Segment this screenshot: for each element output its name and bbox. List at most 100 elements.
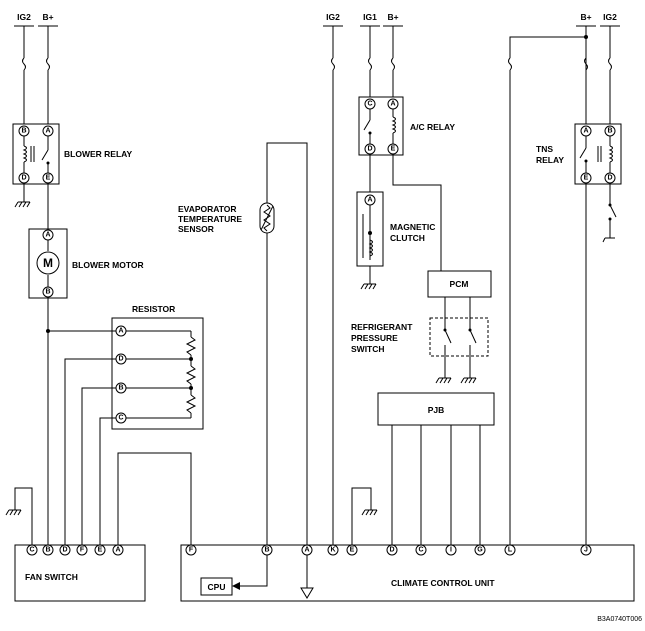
terminal-label: L bbox=[508, 547, 513, 554]
blower-relay-label: BLOWER RELAY bbox=[64, 149, 132, 159]
relay-coil-icon bbox=[22, 145, 27, 163]
internal-ground-icon bbox=[300, 587, 314, 599]
terminal-label: F bbox=[189, 547, 194, 554]
magnetic-clutch-label-line-2: CLUTCH bbox=[390, 233, 425, 243]
terminal-label: A bbox=[118, 328, 123, 335]
fan-switch-label: FAN SWITCH bbox=[25, 572, 78, 582]
pcm-label: PCM bbox=[450, 279, 469, 289]
terminal-label: A bbox=[583, 128, 588, 135]
relay-coil-icon bbox=[608, 145, 613, 163]
terminal-label: B bbox=[21, 128, 26, 135]
terminal-label: D bbox=[118, 356, 123, 363]
tns-power-feeds bbox=[508, 25, 620, 545]
tns-relay-label-line-2: RELAY bbox=[536, 155, 564, 165]
terminal-label: D bbox=[367, 146, 372, 153]
relay-switch-icon bbox=[579, 147, 587, 159]
ground-icon bbox=[5, 487, 33, 545]
terminal-label: C bbox=[418, 547, 423, 554]
cpu-label: CPU bbox=[208, 582, 226, 592]
terminal-label: E bbox=[98, 547, 103, 554]
magnetic-clutch: A bbox=[356, 191, 384, 267]
clutch-coil-icon bbox=[368, 239, 373, 257]
blower-relay: B A D E bbox=[12, 123, 60, 185]
terminal-label: A bbox=[45, 232, 50, 239]
motor-symbol: M bbox=[43, 256, 53, 270]
resistor-label: RESISTOR bbox=[132, 304, 175, 314]
terminal-label: A bbox=[390, 101, 395, 108]
ground-icon bbox=[460, 377, 477, 384]
terminal-label: B bbox=[264, 547, 269, 554]
cpu-box bbox=[200, 577, 233, 596]
relay-switch-icon bbox=[41, 149, 49, 161]
blower-motor: A B M bbox=[28, 228, 68, 299]
ground-icon bbox=[351, 487, 378, 545]
power-label-blower-bplus: B+ bbox=[42, 12, 53, 22]
terminal-label: B bbox=[45, 289, 50, 296]
evap-sensor-label-line-2: TEMPERATURE bbox=[178, 214, 242, 224]
terminal-label: D bbox=[62, 547, 67, 554]
terminal-label: C bbox=[118, 415, 123, 422]
tns-switch-icon bbox=[602, 183, 617, 243]
relay-coil-icon bbox=[391, 116, 396, 134]
ac-relay-label: A/C RELAY bbox=[410, 122, 455, 132]
pressure-switch-icon bbox=[444, 329, 452, 344]
magnetic-clutch-label-line-1: MAGNETIC bbox=[390, 222, 435, 232]
terminal-label: K bbox=[330, 547, 335, 554]
refrigerant-switch-label-line-1: REFRIGERANT bbox=[351, 322, 413, 332]
terminal-label: D bbox=[389, 547, 394, 554]
relay-switch-icon bbox=[363, 119, 371, 131]
refrigerant-pressure-switch bbox=[429, 297, 489, 378]
refrigerant-switch-label-line-3: SWITCH bbox=[351, 344, 385, 354]
power-label-tns-ig2: IG2 bbox=[603, 12, 617, 22]
fan-switch-terminals: C B D F E A bbox=[26, 544, 124, 556]
motor-icon bbox=[36, 251, 60, 275]
pcm-box bbox=[427, 270, 492, 298]
pressure-switch-icon bbox=[469, 329, 477, 344]
terminal-label: C bbox=[367, 101, 372, 108]
terminal-label: E bbox=[350, 547, 355, 554]
climate-control-unit-label: CLIMATE CONTROL UNIT bbox=[391, 578, 495, 588]
power-label-ac-ig1: IG1 bbox=[363, 12, 377, 22]
terminal-label: B bbox=[118, 385, 123, 392]
ccu-terminals: F B A K E D C I G L J bbox=[185, 544, 592, 556]
refrigerant-switch-body bbox=[429, 317, 489, 357]
evap-sensor-label-line-1: EVAPORATOR bbox=[178, 204, 237, 214]
evap-sensor-label-line-3: SENSOR bbox=[178, 224, 214, 234]
terminal-label: F bbox=[80, 547, 85, 554]
blower-motor-label: BLOWER MOTOR bbox=[72, 260, 144, 270]
blower-power-feeds bbox=[14, 25, 58, 124]
ground-icon bbox=[435, 377, 452, 384]
terminal-label: A bbox=[45, 128, 50, 135]
ac-power-feeds bbox=[360, 25, 403, 97]
tns-relay: A B E D bbox=[574, 123, 622, 185]
ac-relay: C A D E bbox=[358, 96, 404, 156]
pjb-to-ccu-wires bbox=[391, 425, 481, 545]
terminal-label: B bbox=[607, 128, 612, 135]
pjb-box bbox=[377, 392, 495, 426]
terminal-label: A bbox=[115, 547, 120, 554]
arrow-left-icon bbox=[232, 582, 240, 590]
center-ig2-feed bbox=[323, 25, 343, 545]
power-label-ac-bplus: B+ bbox=[387, 12, 398, 22]
tns-relay-label-line-1: TNS bbox=[536, 144, 553, 154]
terminal-label: I bbox=[450, 547, 452, 554]
terminal-label: E bbox=[584, 175, 589, 182]
resistor-terminals: A D B C bbox=[115, 325, 127, 424]
terminal-label: D bbox=[607, 175, 612, 182]
terminal-label: A bbox=[304, 547, 309, 554]
figure-code: B3A0740T006 bbox=[597, 616, 642, 623]
ground-icon bbox=[14, 183, 31, 208]
terminal-label: D bbox=[21, 175, 26, 182]
terminal-label: E bbox=[46, 175, 51, 182]
power-label-tns-bplus: B+ bbox=[580, 12, 591, 22]
power-label-center-ig2: IG2 bbox=[326, 12, 340, 22]
terminal-label: C bbox=[29, 547, 34, 554]
terminal-label: J bbox=[584, 547, 588, 554]
ground-icon bbox=[360, 266, 377, 290]
climate-control-unit-box bbox=[180, 544, 635, 602]
thermistor-icon bbox=[259, 142, 308, 545]
pjb-label: PJB bbox=[428, 405, 445, 415]
terminal-label: G bbox=[477, 547, 483, 554]
power-label-blower-ig2: IG2 bbox=[17, 12, 31, 22]
